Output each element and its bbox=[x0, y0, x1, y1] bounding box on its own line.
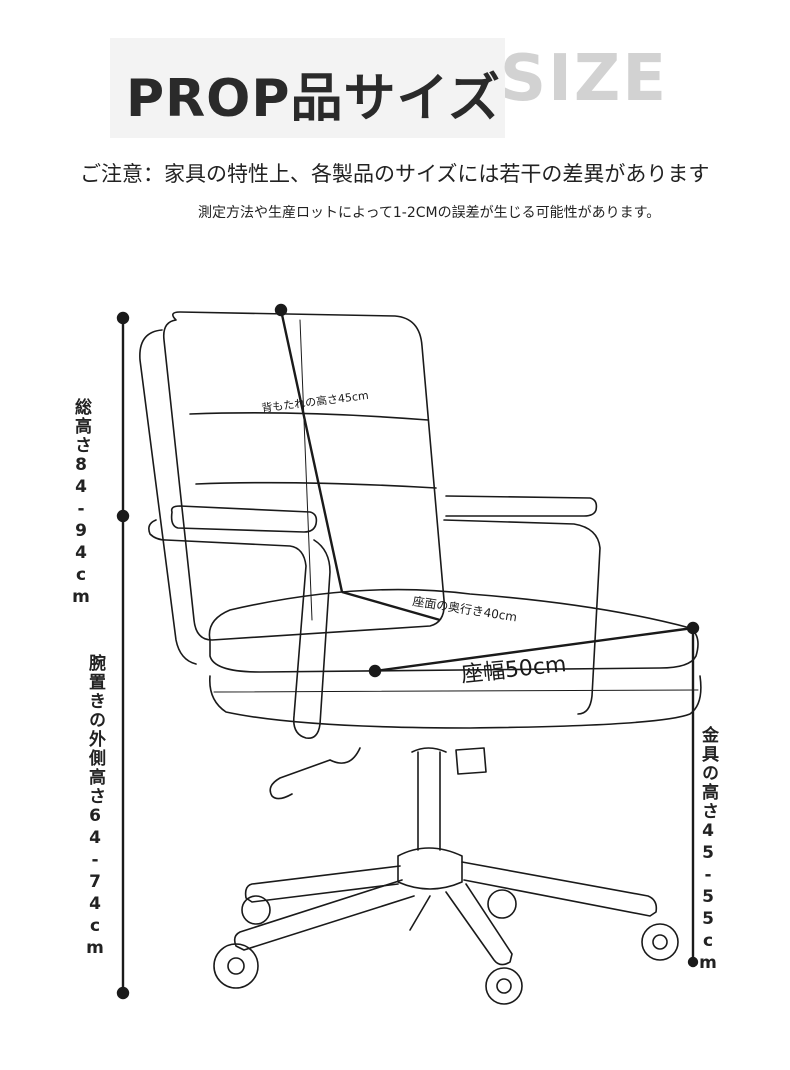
armrest-height-label: 腕置きの外側高さ64-74cm bbox=[85, 654, 105, 960]
page-title: PROP品サイズ bbox=[126, 69, 501, 129]
title-background bbox=[110, 38, 505, 138]
armrest-height-top-dot bbox=[116, 509, 130, 523]
dimension-lines bbox=[116, 303, 700, 1000]
size-watermark-text: SIZE bbox=[500, 42, 669, 116]
backrest-height-line bbox=[279, 309, 344, 593]
caution-note: ご注意：家具の特性上、各製品のサイズには若干の差異があります bbox=[80, 162, 710, 186]
total-height-top-dot bbox=[116, 311, 130, 325]
fitting-bottom-dot bbox=[687, 956, 699, 968]
tolerance-note: 測定方法や生産ロットによって1-2CMの誤差が生じる可能性があります。 bbox=[198, 205, 661, 221]
fitting-height-label: 金具の高さ45-55cm bbox=[698, 726, 718, 975]
floor-dot bbox=[116, 986, 130, 1000]
seat-depth-line bbox=[341, 590, 441, 622]
chair-outline bbox=[139, 311, 702, 1005]
seat-depth-label: 座面の奥行き40cm bbox=[412, 593, 519, 624]
seat-width-left-dot bbox=[368, 664, 382, 678]
backrest-height-label: 背もたれの高さ45cm bbox=[261, 388, 370, 415]
seat-width-line bbox=[374, 626, 694, 673]
backrest-top-dot bbox=[274, 303, 288, 317]
total-height-label: 総高さ84-94cm bbox=[71, 398, 91, 609]
